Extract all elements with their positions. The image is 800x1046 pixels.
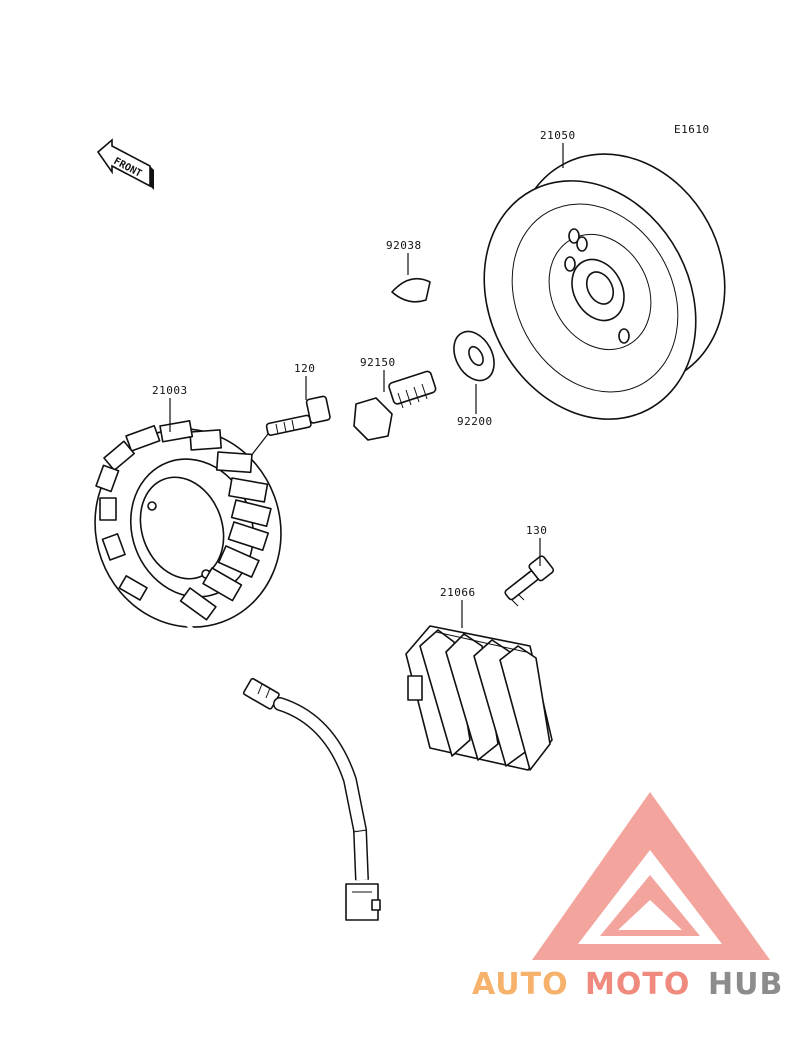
watermark-auto: AUTO xyxy=(472,967,569,1002)
automotohub-watermark: AUTO MOTO HUB xyxy=(472,967,783,1002)
automotohub-logo-mark xyxy=(532,792,770,960)
diagram-code: E1610 xyxy=(674,123,710,136)
regulator-rectifier xyxy=(405,625,553,771)
woodruff-key xyxy=(391,277,431,303)
label-bolt-stator: 120 xyxy=(294,362,315,375)
label-flywheel: 21050 xyxy=(540,129,576,142)
flange-bolt xyxy=(353,370,437,441)
watermark-hub: HUB xyxy=(708,967,783,1002)
washer xyxy=(453,330,495,382)
stator-bolt xyxy=(265,395,331,436)
regulator-bolt xyxy=(504,555,555,607)
stator-coil xyxy=(94,419,282,628)
label-stator: 21003 xyxy=(152,384,188,397)
label-key: 92038 xyxy=(386,239,422,252)
label-regulator: 21066 xyxy=(440,586,476,599)
label-bolt-regulator: 130 xyxy=(526,524,547,537)
label-washer: 92200 xyxy=(457,415,493,428)
watermark-moto: MOTO xyxy=(585,967,690,1002)
flywheel-rotor xyxy=(483,153,726,420)
front-arrow-icon: FRONT xyxy=(96,138,154,190)
stator-wire-harness xyxy=(180,618,381,921)
label-bolt-flange: 92150 xyxy=(360,356,396,369)
